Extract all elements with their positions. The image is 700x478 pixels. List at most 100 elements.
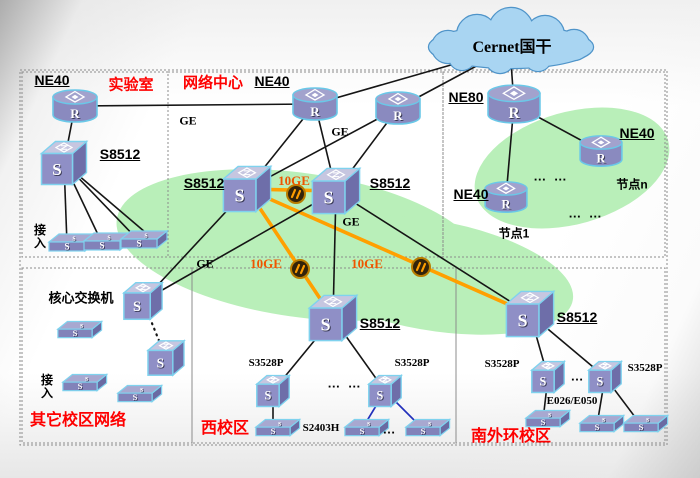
svg-text:S: S <box>236 187 246 207</box>
svg-text:S: S <box>79 382 84 392</box>
svg-text:S: S <box>136 239 141 249</box>
region-outer <box>19 69 668 446</box>
svg-text:S: S <box>265 389 272 403</box>
svg-text:s: s <box>141 386 144 395</box>
svg-text:S: S <box>519 312 529 332</box>
svg-text:S: S <box>64 242 69 252</box>
svg-text:R: R <box>502 198 512 212</box>
svg-text:s: s <box>107 233 110 242</box>
node-ne80-router-icon: RR <box>487 84 541 124</box>
svg-text:S: S <box>377 390 384 404</box>
svg-text:S: S <box>137 239 142 249</box>
svg-text:S: S <box>518 311 528 331</box>
svg-text:R: R <box>310 104 320 119</box>
svg-text:R: R <box>509 106 521 123</box>
svg-text:S: S <box>325 189 335 209</box>
svg-text:S: S <box>52 160 61 179</box>
node-lab-r-router-icon: RR <box>52 89 98 123</box>
svg-text:s: s <box>80 321 83 330</box>
svg-text:R: R <box>393 108 403 123</box>
svg-text:S: S <box>540 375 547 389</box>
node-core-l-switch-icon: SS <box>221 164 273 214</box>
svg-text:s: s <box>549 411 552 420</box>
svg-text:S: S <box>597 375 604 389</box>
svg-text:S: S <box>134 300 142 316</box>
node-ne40-nr-router-icon: RR <box>579 135 623 167</box>
svg-text:S: S <box>322 316 332 336</box>
region-lab <box>21 71 169 258</box>
svg-text:s: s <box>279 420 282 429</box>
svg-text:S: S <box>265 390 272 404</box>
svg-text:s: s <box>278 419 281 428</box>
svg-text:s: s <box>428 419 431 428</box>
svg-text:S: S <box>157 356 165 371</box>
svg-text:R: R <box>502 197 512 211</box>
svg-text:S: S <box>377 389 384 403</box>
node-oth-s1-switch-icon: SS <box>121 281 165 321</box>
svg-text:s: s <box>72 234 75 243</box>
svg-text:s: s <box>108 233 111 242</box>
node-south-s-switch-icon: SS <box>504 289 556 339</box>
svg-text:S: S <box>542 418 547 428</box>
svg-text:S: S <box>361 427 366 437</box>
svg-text:S: S <box>74 329 79 339</box>
link-oth-s1-core-r <box>142 190 337 302</box>
region-south-ring-campus <box>455 267 666 444</box>
svg-text:s: s <box>81 322 84 331</box>
svg-text:S: S <box>133 299 141 315</box>
svg-text:S: S <box>595 422 600 432</box>
node-w3528-r-switch-icon: SS <box>366 373 404 409</box>
svg-text:s: s <box>646 415 649 424</box>
backbone-zone <box>286 215 574 335</box>
node-lab-s-switch-icon: SS <box>39 139 89 187</box>
svg-text:S: S <box>541 417 546 427</box>
svg-text:s: s <box>140 385 143 394</box>
region-other-campus <box>21 267 193 444</box>
svg-text:S: S <box>639 422 644 432</box>
svg-text:R: R <box>311 105 321 120</box>
svg-text:R: R <box>71 107 81 122</box>
svg-text:s: s <box>602 415 605 424</box>
svg-text:S: S <box>53 161 62 180</box>
node-s3528-l-switch-icon: SS <box>529 359 567 395</box>
svg-text:s: s <box>86 375 89 384</box>
svg-text:s: s <box>144 231 147 240</box>
node-s3528-r-switch-icon: SS <box>586 359 624 395</box>
svg-text:S: S <box>134 393 139 403</box>
link-core-l-south-s <box>245 187 532 316</box>
svg-text:S: S <box>321 315 331 335</box>
svg-text:s: s <box>73 234 76 243</box>
svg-text:s: s <box>85 374 88 383</box>
svg-text:R: R <box>597 152 607 166</box>
node-w3528-l-switch-icon: SS <box>254 373 292 409</box>
region-west-campus <box>191 267 457 444</box>
svg-text:S: S <box>324 188 334 208</box>
svg-text:s: s <box>603 416 606 425</box>
svg-text:R: R <box>508 105 520 122</box>
node-west-s-switch-icon: SS <box>307 293 359 343</box>
svg-text:S: S <box>360 426 365 436</box>
node-ne40-n1-router-icon: RR <box>484 181 528 213</box>
svg-text:S: S <box>640 423 645 433</box>
svg-text:s: s <box>367 419 370 428</box>
node-oth-s2-switch-icon: SS <box>146 339 186 377</box>
fiber-connectors-layer <box>286 184 431 279</box>
svg-text:S: S <box>65 242 70 252</box>
svg-text:S: S <box>133 392 138 402</box>
svg-text:s: s <box>548 410 551 419</box>
fiber-connector-icon <box>286 184 306 204</box>
region-boxes-layer <box>19 69 668 446</box>
cernet-cloud-label: Cernet国干 <box>472 38 551 56</box>
svg-text:S: S <box>100 241 105 251</box>
region-backbone-nodes <box>442 71 666 258</box>
